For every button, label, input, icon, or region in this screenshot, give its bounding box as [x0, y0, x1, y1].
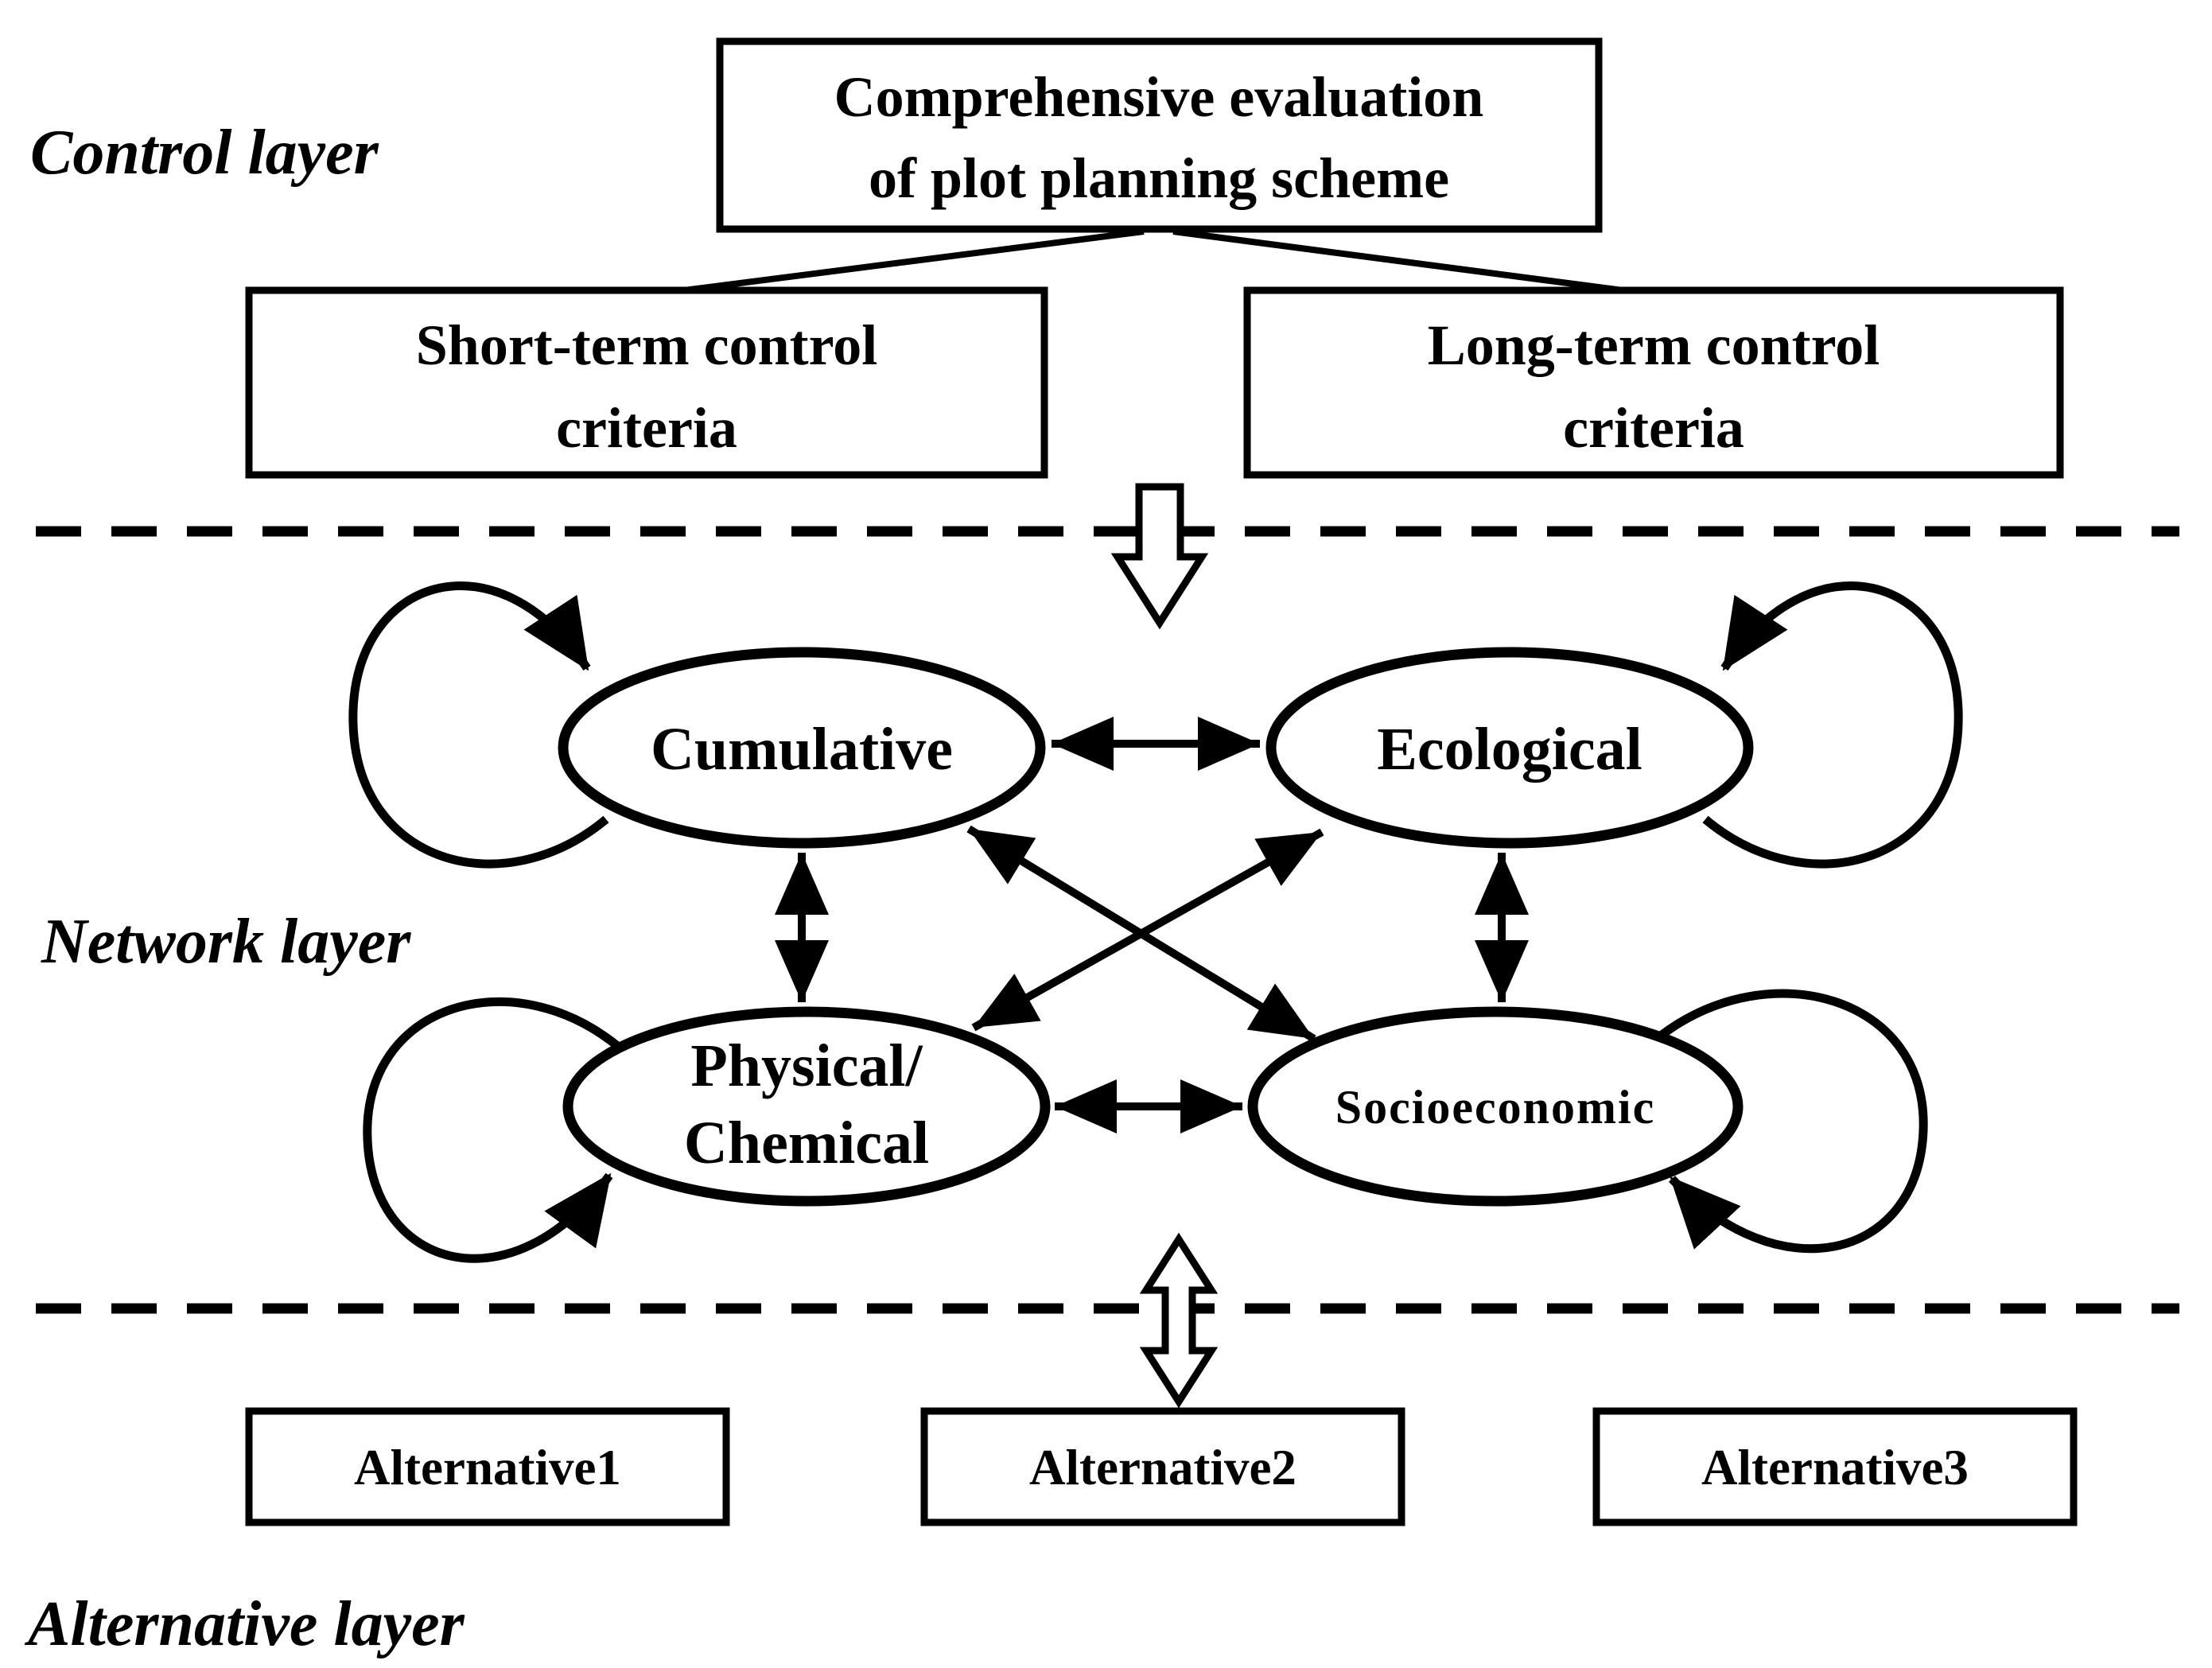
long-term-criteria-line2: criteria	[1563, 396, 1744, 460]
ecological-self-loop	[1702, 581, 1963, 869]
down-block-arrow-icon	[1110, 483, 1209, 630]
alternative2-label: Alternative2	[1029, 1440, 1296, 1495]
physical-chemical-cluster	[562, 1006, 1051, 1207]
alternative-layer-label: Alternative layer	[24, 1589, 465, 1659]
socioeconomic-self-loop	[1658, 989, 1928, 1254]
cumulative-self-loop	[348, 581, 609, 869]
goal-box	[716, 37, 1603, 233]
alternative2-box	[920, 1407, 1405, 1526]
physical-chemical-label-line1: Physical/	[690, 1032, 923, 1099]
control-layer-label: Control layer	[30, 118, 379, 188]
alternative1-box	[245, 1407, 730, 1526]
cumulative-label: Cumulative	[651, 716, 953, 783]
goal-to-short-term-connector	[677, 228, 1145, 294]
physical-chemical-self-loop	[363, 997, 624, 1263]
long-term-criteria-box	[1243, 286, 2064, 479]
physical-chemical-label-line2: Chemical	[684, 1110, 929, 1176]
socioeconomic-label: Socioeconomic	[1335, 1081, 1656, 1133]
socioeconomic-cluster	[1247, 1006, 1744, 1207]
short-term-criteria-line1: Short-term control	[416, 313, 878, 377]
ecological-label: Ecological	[1377, 716, 1642, 783]
goal-to-long-term-connector	[1172, 228, 1630, 294]
alternative3-box	[1592, 1407, 2078, 1526]
long-term-criteria-line1: Long-term control	[1428, 313, 1880, 377]
short-term-criteria-box	[245, 286, 1048, 479]
short-term-criteria-line2: criteria	[556, 396, 737, 460]
ecological-cluster	[1265, 647, 1754, 849]
alternative3-label: Alternative3	[1701, 1440, 1969, 1495]
alternative1-label: Alternative1	[354, 1440, 621, 1495]
goal-box-line2: of plot planning scheme	[869, 146, 1449, 210]
goal-box-line1: Comprehensive evaluation	[834, 65, 1484, 129]
network-layer-label: Network layer	[41, 907, 411, 977]
double-block-arrow-icon	[1139, 1232, 1219, 1409]
cumulative-cluster	[558, 647, 1046, 849]
physical-ecological-arrow	[971, 828, 1324, 1032]
